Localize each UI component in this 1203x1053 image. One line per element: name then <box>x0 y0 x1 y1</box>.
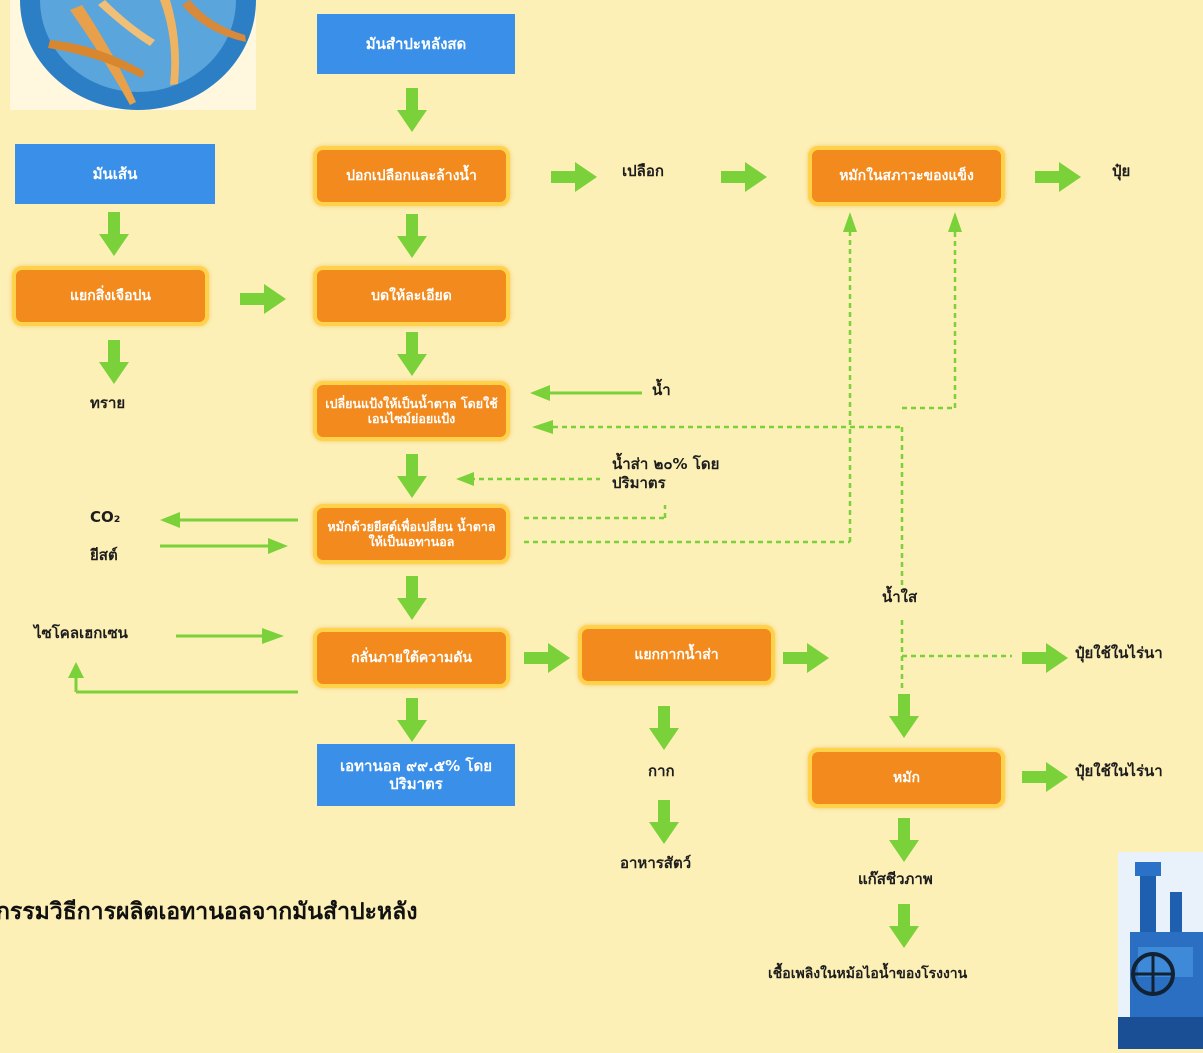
boiler-fuel-label: เชื้อเพลิงในหม้อไอน้ำของโรงงาน <box>768 966 968 982</box>
cyclohexane-label: ไซโคลเฮกเซน <box>34 624 128 642</box>
arrow-down <box>397 698 427 742</box>
solid-ferment-box: หมักในสภาวะของแข็ง <box>808 146 1005 206</box>
arrow-down <box>397 214 427 258</box>
animal-feed-label: อาหารสัตว์ <box>620 854 692 872</box>
arrow-right <box>783 643 829 673</box>
cassava-root-icon <box>10 0 256 110</box>
arrow-down <box>99 340 129 384</box>
biogas-label: แก๊สชีวภาพ <box>858 870 933 888</box>
water-label: น้ำ <box>652 381 671 399</box>
arrow-right <box>721 162 767 192</box>
grind-box: บดให้ละเอียด <box>313 266 510 326</box>
arrow-down <box>397 576 427 620</box>
field-fertilizer-label-2: ปุ๋ยใช้ในไร่นา <box>1075 762 1163 780</box>
arrow-down <box>397 332 427 376</box>
arrow-down <box>397 454 427 498</box>
clear-water-label: น้ำใส <box>882 588 918 606</box>
stillage-20-label: น้ำส่า ๒๐% โดยปริมาตร <box>612 455 720 492</box>
peel-wash-box: ปอกเปลือกและล้างน้ำ <box>313 146 510 206</box>
cassava-chips-box: มันเส้น <box>15 144 215 204</box>
arrow-right <box>1022 643 1068 673</box>
digest-box: หมัก <box>808 748 1005 808</box>
field-fertilizer-label-1: ปุ๋ยใช้ในไร่นา <box>1075 644 1163 662</box>
distill-box: กลั่นภายใต้ความดัน <box>313 628 510 688</box>
arrow-right <box>551 162 597 192</box>
boiler-machine-icon <box>1118 852 1203 1049</box>
separate-stillage-box: แยกกากน้ำส่า <box>578 625 775 685</box>
yeast-label: ยีสต์ <box>90 546 118 564</box>
arrow-right <box>240 284 286 314</box>
ethanol-output-box: เอทานอล ๙๙.๕% โดยปริมาตร <box>317 744 515 806</box>
fertilizer-label: ปุ๋ย <box>1112 162 1131 180</box>
arrow-down <box>889 818 919 862</box>
fresh-cassava-box: มันสำปะหลังสด <box>317 14 515 74</box>
arrow-right <box>524 643 570 673</box>
arrow-down <box>649 706 679 750</box>
peel-label: เปลือก <box>622 162 664 180</box>
arrow-down <box>889 904 919 948</box>
co2-label: CO₂ <box>90 508 121 526</box>
sand-label: ทราย <box>90 394 126 412</box>
ferment-yeast-box: หมักด้วยยีสต์เพื่อเปลี่ยน น้ำตาลให้เป็นเ… <box>313 504 510 564</box>
separate-impurities-box: แยกสิ่งเจือปน <box>12 266 209 326</box>
arrow-down <box>649 800 679 844</box>
diagram-title: กรรมวิธีการผลิตเอทานอลจากมันสำปะหลัง <box>0 899 418 925</box>
arrow-down <box>397 88 427 132</box>
arrow-down <box>99 212 129 256</box>
arrow-down <box>889 694 919 738</box>
convert-sugar-box: เปลี่ยนแป้งให้เป็นน้ำตาล โดยใช้เอนไซม์ย่… <box>313 381 510 441</box>
arrow-right <box>1035 162 1081 192</box>
arrow-right <box>1022 762 1068 792</box>
residue-label: กาก <box>648 762 675 780</box>
